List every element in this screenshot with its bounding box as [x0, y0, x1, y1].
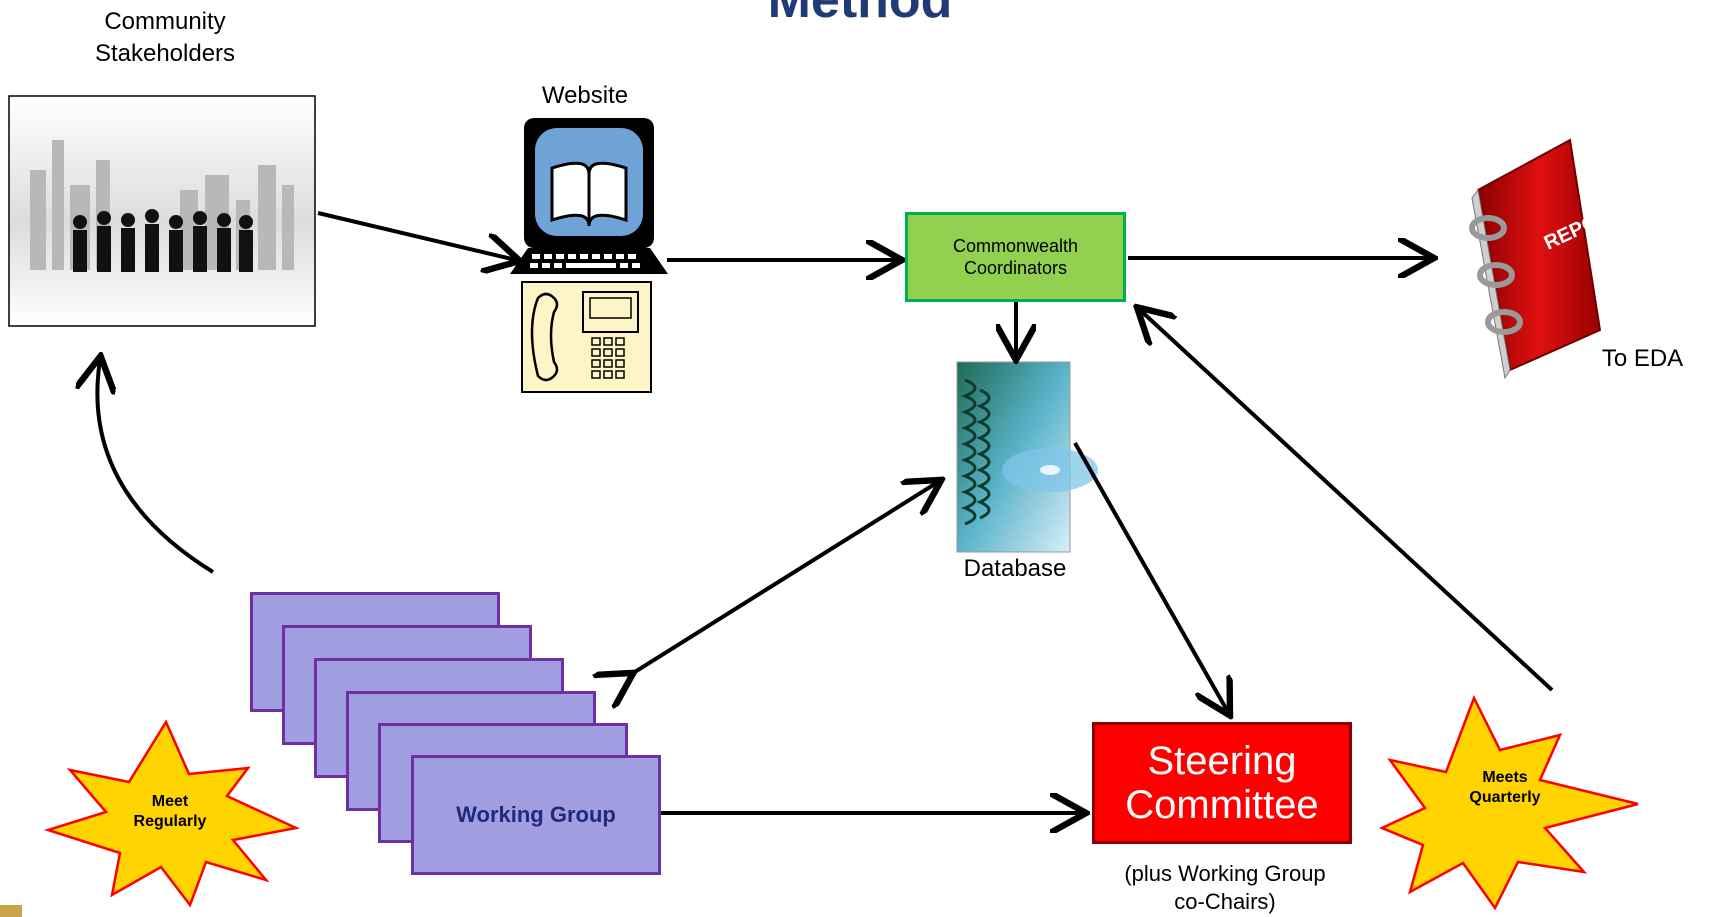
arrow-database-to-steering — [1073, 442, 1228, 712]
meets-quarterly-label: Meets Quarterly — [1469, 769, 1541, 806]
steering-committee-box: Steering Committee — [1092, 722, 1352, 844]
logo-fragment-icon — [0, 905, 22, 917]
flow-arrows — [97, 211, 1554, 813]
phone-icon — [521, 281, 652, 393]
database-icon — [956, 361, 1098, 553]
steering-note-label: (plus Working Group co-Chairs) — [1124, 861, 1326, 914]
commonwealth-coordinators-label: Commonwealth Coordinators — [952, 236, 1079, 278]
burst-meet-regularly — [43, 719, 301, 908]
city-people-icon — [8, 95, 316, 327]
arrow-working-group-database — [630, 482, 938, 675]
database-label: Database — [963, 555, 1067, 582]
report-binder-icon: REPORT — [1469, 138, 1626, 380]
arrow-stakeholders-to-website — [317, 211, 516, 260]
computer-icon — [510, 118, 668, 274]
working-group-card-front: Working Group — [411, 755, 661, 875]
community-stakeholders-label: Community Stakeholders — [94, 8, 236, 67]
website-label: Website — [541, 82, 629, 109]
working-group-label: Working Group — [456, 802, 616, 827]
burst-meets-quarterly — [1378, 694, 1639, 911]
commonwealth-coordinators-box: Commonwealth Coordinators — [905, 212, 1126, 302]
arrow-working-group-to-stakeholders — [97, 360, 215, 574]
diagram-title: Method — [767, 0, 953, 29]
steering-committee-label: Steering Committee — [1125, 739, 1319, 827]
meet-regularly-label: Meet Regularly — [133, 793, 207, 830]
to-eda-label: To EDA — [1601, 345, 1684, 372]
arrow-steering-to-coordinators — [1140, 310, 1554, 692]
